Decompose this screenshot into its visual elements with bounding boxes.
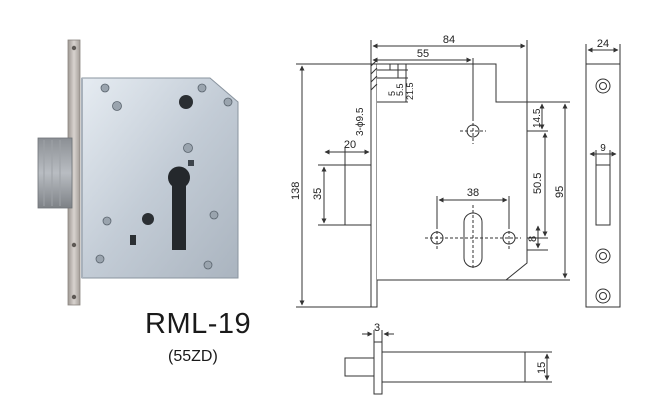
drawing-cylinder-profile — [463, 212, 483, 268]
dim-21-5: 21.5 — [405, 82, 415, 100]
dim-screw-holes: 3-ϕ9.5 — [355, 107, 366, 136]
dim-14-5: 14.5 — [532, 108, 543, 128]
dim-5-5: 5.5 — [395, 83, 405, 96]
dim-138: 138 — [290, 182, 302, 200]
dim-3: 3 — [374, 322, 380, 334]
model-title: RML-19 — [145, 308, 252, 340]
faceplate-bolt-slot — [595, 164, 611, 226]
dim-35: 35 — [312, 188, 324, 200]
dim-24: 24 — [597, 38, 609, 50]
dim-38: 38 — [467, 187, 479, 199]
faceplate-screw-bottom — [71, 242, 77, 248]
drawing-top-view-bolt — [344, 357, 375, 377]
drawing-faceplate-edge — [370, 63, 378, 308]
dim-50-5: 50.5 — [532, 173, 544, 194]
case-hole — [179, 95, 193, 109]
rivet — [100, 83, 110, 93]
dim-8: 8 — [527, 236, 539, 242]
dim-20: 20 — [344, 139, 356, 151]
dim-15: 15 — [536, 362, 548, 374]
faceplate-screw-top — [71, 45, 77, 51]
dim-55: 55 — [417, 48, 429, 60]
dim-84: 84 — [443, 34, 455, 46]
drawing-bolt — [344, 164, 372, 226]
dim-5: 5 — [387, 91, 397, 96]
model-variant: (55ZD) — [168, 348, 218, 365]
dim-9: 9 — [600, 143, 606, 154]
drawing-top-view-plate — [373, 341, 383, 395]
drawing-top-view-case — [381, 351, 526, 383]
faceplate-hole — [595, 78, 611, 94]
dim-95: 95 — [554, 186, 566, 198]
cylinder-cutout — [168, 166, 190, 250]
